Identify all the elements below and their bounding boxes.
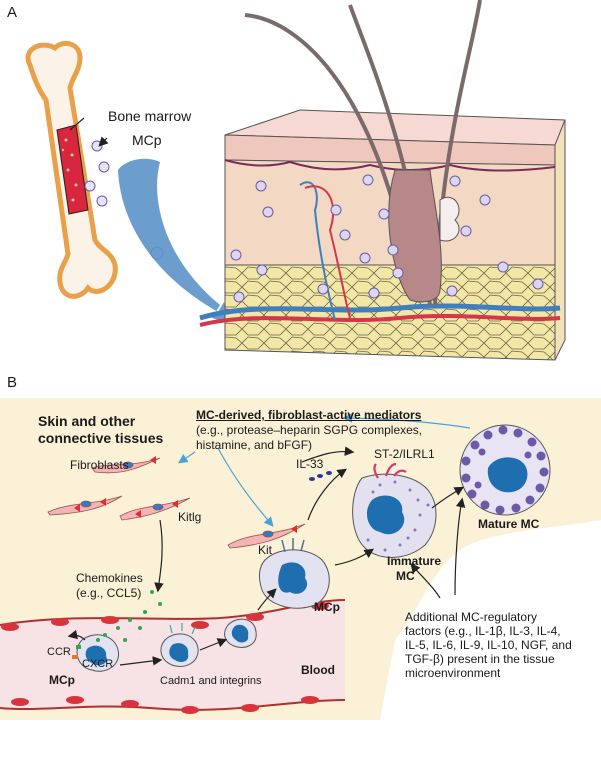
kit-label: Kit (258, 543, 273, 557)
arrows-b (67, 413, 471, 666)
factors-line4: TGF-β) present in the tissue (405, 652, 555, 666)
mature-mc-cell (459, 424, 551, 516)
mast-cells-skin (230, 174, 544, 303)
bone-marrow-pointer (69, 117, 85, 131)
chemokine-dots (96, 590, 162, 642)
factors-line1: Additional MC-regulatory (405, 610, 538, 624)
mediators-line2: histamine, and bFGF) (196, 438, 313, 452)
chemokines-line2: (e.g., CCL5) (76, 586, 142, 600)
factors-line2: factors (e.g., IL-1β, IL-3, IL-4, (405, 624, 561, 638)
immature-mc-line1: Immature (387, 554, 442, 568)
migration-arrow (118, 158, 228, 323)
panel-a-letter: A (7, 4, 18, 21)
mcp-tissue-label: MCp (314, 600, 340, 614)
mcp-pointer (98, 136, 109, 147)
st2-label: ST-2/ILRL1 (374, 447, 435, 461)
mature-mc-label: Mature MC (478, 517, 540, 531)
bone-marrow-label: Bone marrow (108, 108, 192, 124)
blood-label: Blood (301, 663, 335, 677)
skin-block (199, 0, 566, 361)
kitlg-label: Kitlg (178, 510, 202, 524)
chemokines-line1: Chemokines (76, 571, 143, 585)
cadm1-label: Cadm1 and integrins (160, 675, 262, 687)
immature-mc-line2: MC (396, 569, 415, 583)
fibroblasts-label: Fibroblasts (70, 458, 129, 472)
factors-line5: microenvironment (405, 666, 501, 680)
mcp-vessel-cells (72, 618, 257, 672)
bone (25, 40, 118, 299)
cxcr-label: CXCR (82, 658, 114, 670)
tissue-title-line1: Skin and other (38, 413, 136, 429)
mediators-title: MC-derived, fibroblast-active mediators (196, 408, 422, 422)
ccr-label: CCR (47, 646, 71, 658)
kitlg-triangles (74, 456, 297, 533)
panel-b-letter: B (7, 374, 18, 391)
mcp-label-a: MCp (132, 132, 162, 148)
il33-dots (309, 471, 332, 481)
tissue-title-line2: connective tissues (38, 430, 164, 446)
immature-mc-cell (352, 462, 437, 558)
bone-marrow-region (56, 124, 89, 215)
mediators-line1: (e.g., protease–heparin SGPG complexes, (196, 423, 423, 437)
il33-label: IL-33 (296, 457, 324, 471)
mcp-vessel-label: MCp (49, 673, 75, 687)
mcp-tissue-cell (258, 538, 330, 609)
factors-line3: IL-5, IL-6, IL-9, IL-10, NGF, and (405, 638, 572, 652)
